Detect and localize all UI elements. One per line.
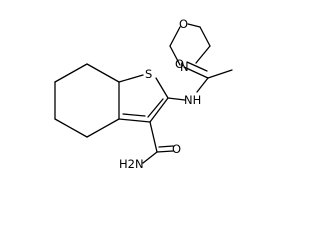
bond: [155, 77, 169, 99]
bond: [149, 97, 169, 123]
bond: [54, 118, 88, 138]
bond: [122, 113, 146, 117]
bond: [158, 145, 174, 148]
carboxamide-group: [142, 121, 174, 164]
bond: [169, 26, 181, 47]
bond: [195, 45, 211, 64]
bond: [187, 23, 201, 28]
chemical-structure-diagram: S NH O N O O H2N: [54, 17, 233, 171]
bond: [169, 45, 181, 66]
sulfur-atom-label: S: [145, 67, 152, 81]
bond: [156, 150, 174, 153]
bond: [86, 63, 120, 83]
morpholine-nitrogen-label: N: [180, 60, 189, 74]
morpholine-ring: [169, 23, 211, 66]
bond: [199, 26, 211, 47]
bond: [196, 77, 209, 93]
bond: [167, 97, 186, 101]
acetamide-chain: [167, 61, 233, 101]
bond: [207, 69, 233, 79]
bond: [86, 118, 120, 138]
amide-nh-label: NH: [184, 93, 201, 107]
morpholine-oxygen-label: O: [179, 17, 188, 31]
bond: [147, 98, 164, 118]
tetrahydro-ring: [54, 63, 120, 138]
bond: [118, 118, 151, 123]
bond: [118, 74, 144, 83]
bond: [183, 66, 209, 79]
thiophene-ring: [118, 74, 169, 123]
bond: [186, 61, 208, 72]
bond: [54, 63, 88, 83]
bond: [149, 121, 158, 153]
amide-nh2-label: H2N: [119, 157, 144, 171]
carbonyl-oxygen-label: O: [175, 57, 184, 71]
carboxamide-oxygen-label: O: [172, 142, 181, 156]
bond: [142, 151, 158, 164]
